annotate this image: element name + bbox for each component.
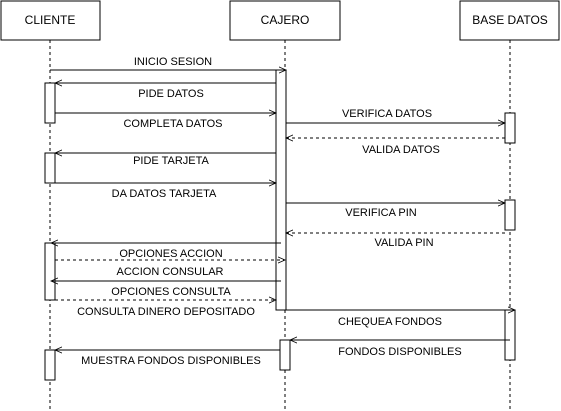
message-label: VERIFICA DATOS bbox=[342, 108, 432, 120]
message-pide-tarjeta: PIDE TARJETA bbox=[55, 153, 276, 167]
message-label: DA DATOS TARJETA bbox=[112, 188, 217, 200]
message-completa-datos: COMPLETA DATOS bbox=[55, 113, 276, 130]
message-verifica-pin: VERIFICA PIN bbox=[286, 203, 505, 219]
message-label: ACCION CONSULAR bbox=[117, 266, 224, 278]
message-fondos-disponibles: FONDOS DISPONIBLES bbox=[290, 340, 510, 358]
message-verifica-datos: VERIFICA DATOS bbox=[286, 108, 505, 123]
activation-cliente-4 bbox=[44, 349, 56, 381]
activation-base-datos-3 bbox=[504, 309, 516, 361]
activation-cajero-main bbox=[275, 69, 287, 311]
message-chequea-fondos: CHEQUEA FONDOS bbox=[276, 310, 515, 328]
message-inicio-sesion: INICIO SESION bbox=[50, 56, 286, 70]
message-label: CHEQUEA FONDOS bbox=[338, 316, 442, 328]
message-label: OPCIONES ACCION bbox=[119, 248, 222, 260]
message-label: COMPLETA DATOS bbox=[123, 118, 222, 130]
message-valida-datos: VALIDA DATOS bbox=[286, 138, 505, 156]
participant-base-datos-label: BASE DATOS bbox=[472, 13, 548, 27]
message-label: CONSULTA DINERO DEPOSITADO bbox=[77, 306, 255, 318]
message-label: VALIDA PIN bbox=[374, 237, 433, 249]
message-label: OPCIONES CONSULTA bbox=[111, 286, 231, 298]
activation-base-datos-1 bbox=[504, 112, 516, 144]
activation-cliente-3 bbox=[44, 242, 56, 301]
message-label: INICIO SESION bbox=[134, 56, 212, 68]
participant-cliente-label: CLIENTE bbox=[25, 13, 76, 27]
participant-cliente: CLIENTE bbox=[0, 0, 101, 41]
message-label: PIDE TARJETA bbox=[133, 155, 209, 167]
message-muestra-fondos-disponibles: MUESTRA FONDOS DISPONIBLES bbox=[55, 350, 280, 367]
message-accion-consular: ACCION CONSULAR bbox=[55, 260, 285, 278]
participant-cajero: CAJERO bbox=[229, 0, 341, 41]
message-label: FONDOS DISPONIBLES bbox=[338, 346, 461, 358]
message-opciones-accion: OPCIONES ACCION bbox=[51, 243, 281, 260]
message-da-datos-tarjeta: DA DATOS TARJETA bbox=[55, 183, 276, 200]
activation-cliente-2 bbox=[44, 152, 56, 184]
message-label: VALIDA DATOS bbox=[362, 144, 440, 156]
message-label: PIDE DATOS bbox=[138, 88, 204, 100]
message-label: MUESTRA FONDOS DISPONIBLES bbox=[81, 355, 261, 367]
participant-cajero-label: CAJERO bbox=[261, 13, 310, 27]
activation-base-datos-2 bbox=[504, 199, 516, 231]
message-valida-pin: VALIDA PIN bbox=[286, 233, 505, 249]
message-consulta-dinero-depositado: CONSULTA DINERO DEPOSITADO bbox=[55, 300, 276, 318]
message-opciones-consulta: OPCIONES CONSULTA bbox=[51, 281, 281, 298]
activation-cajero-2 bbox=[279, 339, 291, 371]
message-label: VERIFICA PIN bbox=[345, 207, 417, 219]
message-pide-datos: PIDE DATOS bbox=[55, 83, 276, 100]
participant-base-datos: BASE DATOS bbox=[459, 0, 560, 41]
activation-cliente-1 bbox=[44, 82, 56, 124]
